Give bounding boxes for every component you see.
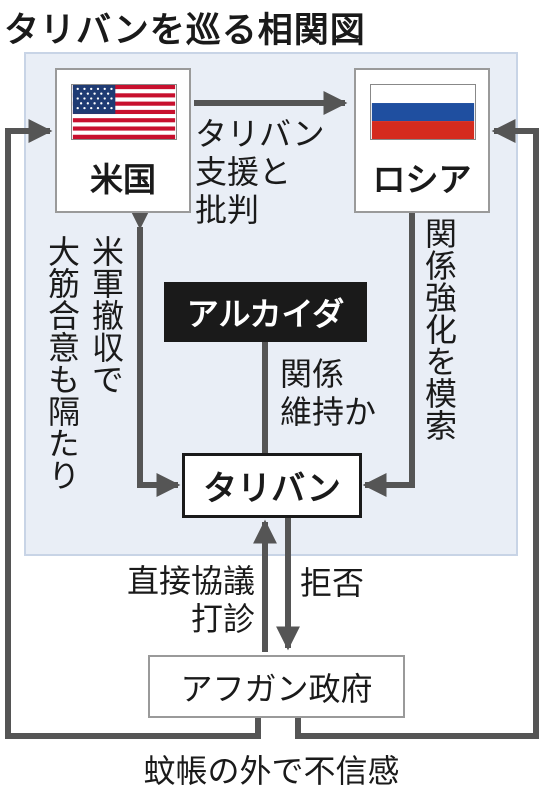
edge-russia-taliban-arrow — [362, 213, 415, 497]
edge-label-line: 関係 — [280, 355, 345, 393]
edge-label-line: 支援と — [195, 153, 292, 191]
edge-label-line: 直接協議 — [126, 562, 255, 600]
edge-label-russia-taliban: 関係強化を模索 — [420, 217, 458, 441]
edge-afghan-to-usa-arrow — [5, 119, 261, 739]
edge-label-afghan-outer: 蚊帳の外で不信感 — [143, 752, 400, 790]
edge-label-alqaeda-taliban: 関係 維持か — [280, 355, 376, 431]
edge-label-taliban-to-afghan: 拒否 — [300, 564, 365, 602]
russia-flag-icon — [370, 84, 476, 140]
edge-label-usa-taliban-1: 米軍撤収で — [87, 235, 125, 395]
node-russia-label: ロシア — [372, 160, 472, 199]
node-usa-label: 米国 — [90, 160, 156, 199]
diagram-title: タリバンを巡る相関図 — [4, 11, 366, 51]
node-russia: ロシア — [354, 68, 490, 213]
edge-label-usa-taliban-2: 大筋合意も隔たり — [43, 235, 81, 491]
node-usa: 米国 — [55, 68, 191, 213]
edge-usa-taliban-arrow — [128, 205, 181, 497]
edge-label-line: タリバン — [195, 115, 325, 153]
node-alqaeda: アルカイダ — [164, 282, 367, 342]
node-afghan-government: アフガン政府 — [148, 655, 405, 718]
edge-label-line: 打診 — [190, 600, 255, 638]
edge-afghan-to-russia-arrow — [295, 119, 539, 739]
edge-label-usa-russia: タリバン 支援と 批判 — [195, 115, 325, 229]
edge-label-line: 維持か — [280, 393, 377, 431]
node-taliban: タリバン — [182, 453, 362, 518]
edge-label-afghan-to-taliban: 直接協議 打診 — [127, 562, 255, 638]
us-flag-icon — [71, 84, 177, 140]
edge-label-line: 批判 — [195, 191, 260, 229]
